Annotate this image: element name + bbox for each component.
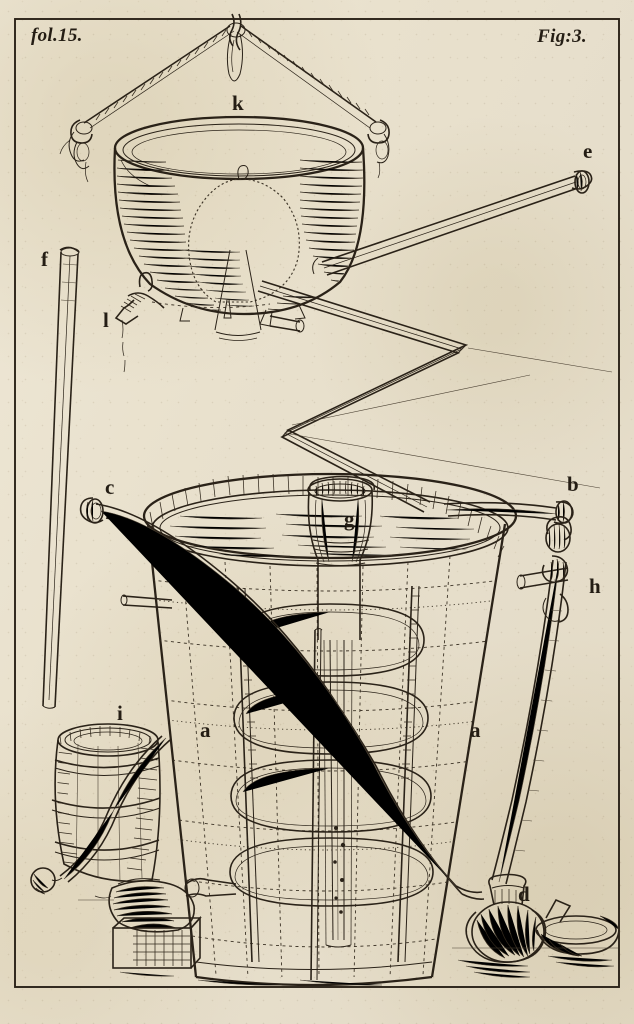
label-a-left: a [200,718,211,742]
figure-label: Fig:3. [537,26,587,47]
label-i: i [117,701,123,725]
label-g: g [344,507,355,531]
zigzag-delivery-pipe [257,280,613,513]
label-h: h [589,574,601,598]
label-d: d [518,882,530,906]
suspension-rigging [59,13,390,183]
right-pipe-assembly [443,500,574,885]
label-l: l [103,308,109,332]
tub-left-spigot [120,594,173,609]
right-rope-hook [367,119,390,179]
receiver-flask [452,873,620,978]
left-curved-pipe [79,497,485,900]
label-e: e [583,139,593,163]
label-f: f [41,247,48,271]
barrel-cask [30,723,171,895]
label-c: c [105,475,115,499]
long-straight-tube [42,246,80,709]
plate-border [14,18,620,988]
folio-label: fol.15. [31,25,83,46]
cauldron-drain-tap [114,271,165,373]
upper-delivery-pipe [312,170,593,276]
label-k: k [232,91,244,115]
ground-shading [119,971,383,986]
label-a-right: a [470,718,481,742]
bellows-on-firebrick [78,877,237,969]
cauldron-lower-fitting [151,299,305,333]
right-stopcock [516,516,572,623]
left-rope-hook [59,119,93,183]
inner-retort-outline [188,165,300,341]
suspended-cauldron [113,115,366,341]
label-b: b [567,472,579,496]
